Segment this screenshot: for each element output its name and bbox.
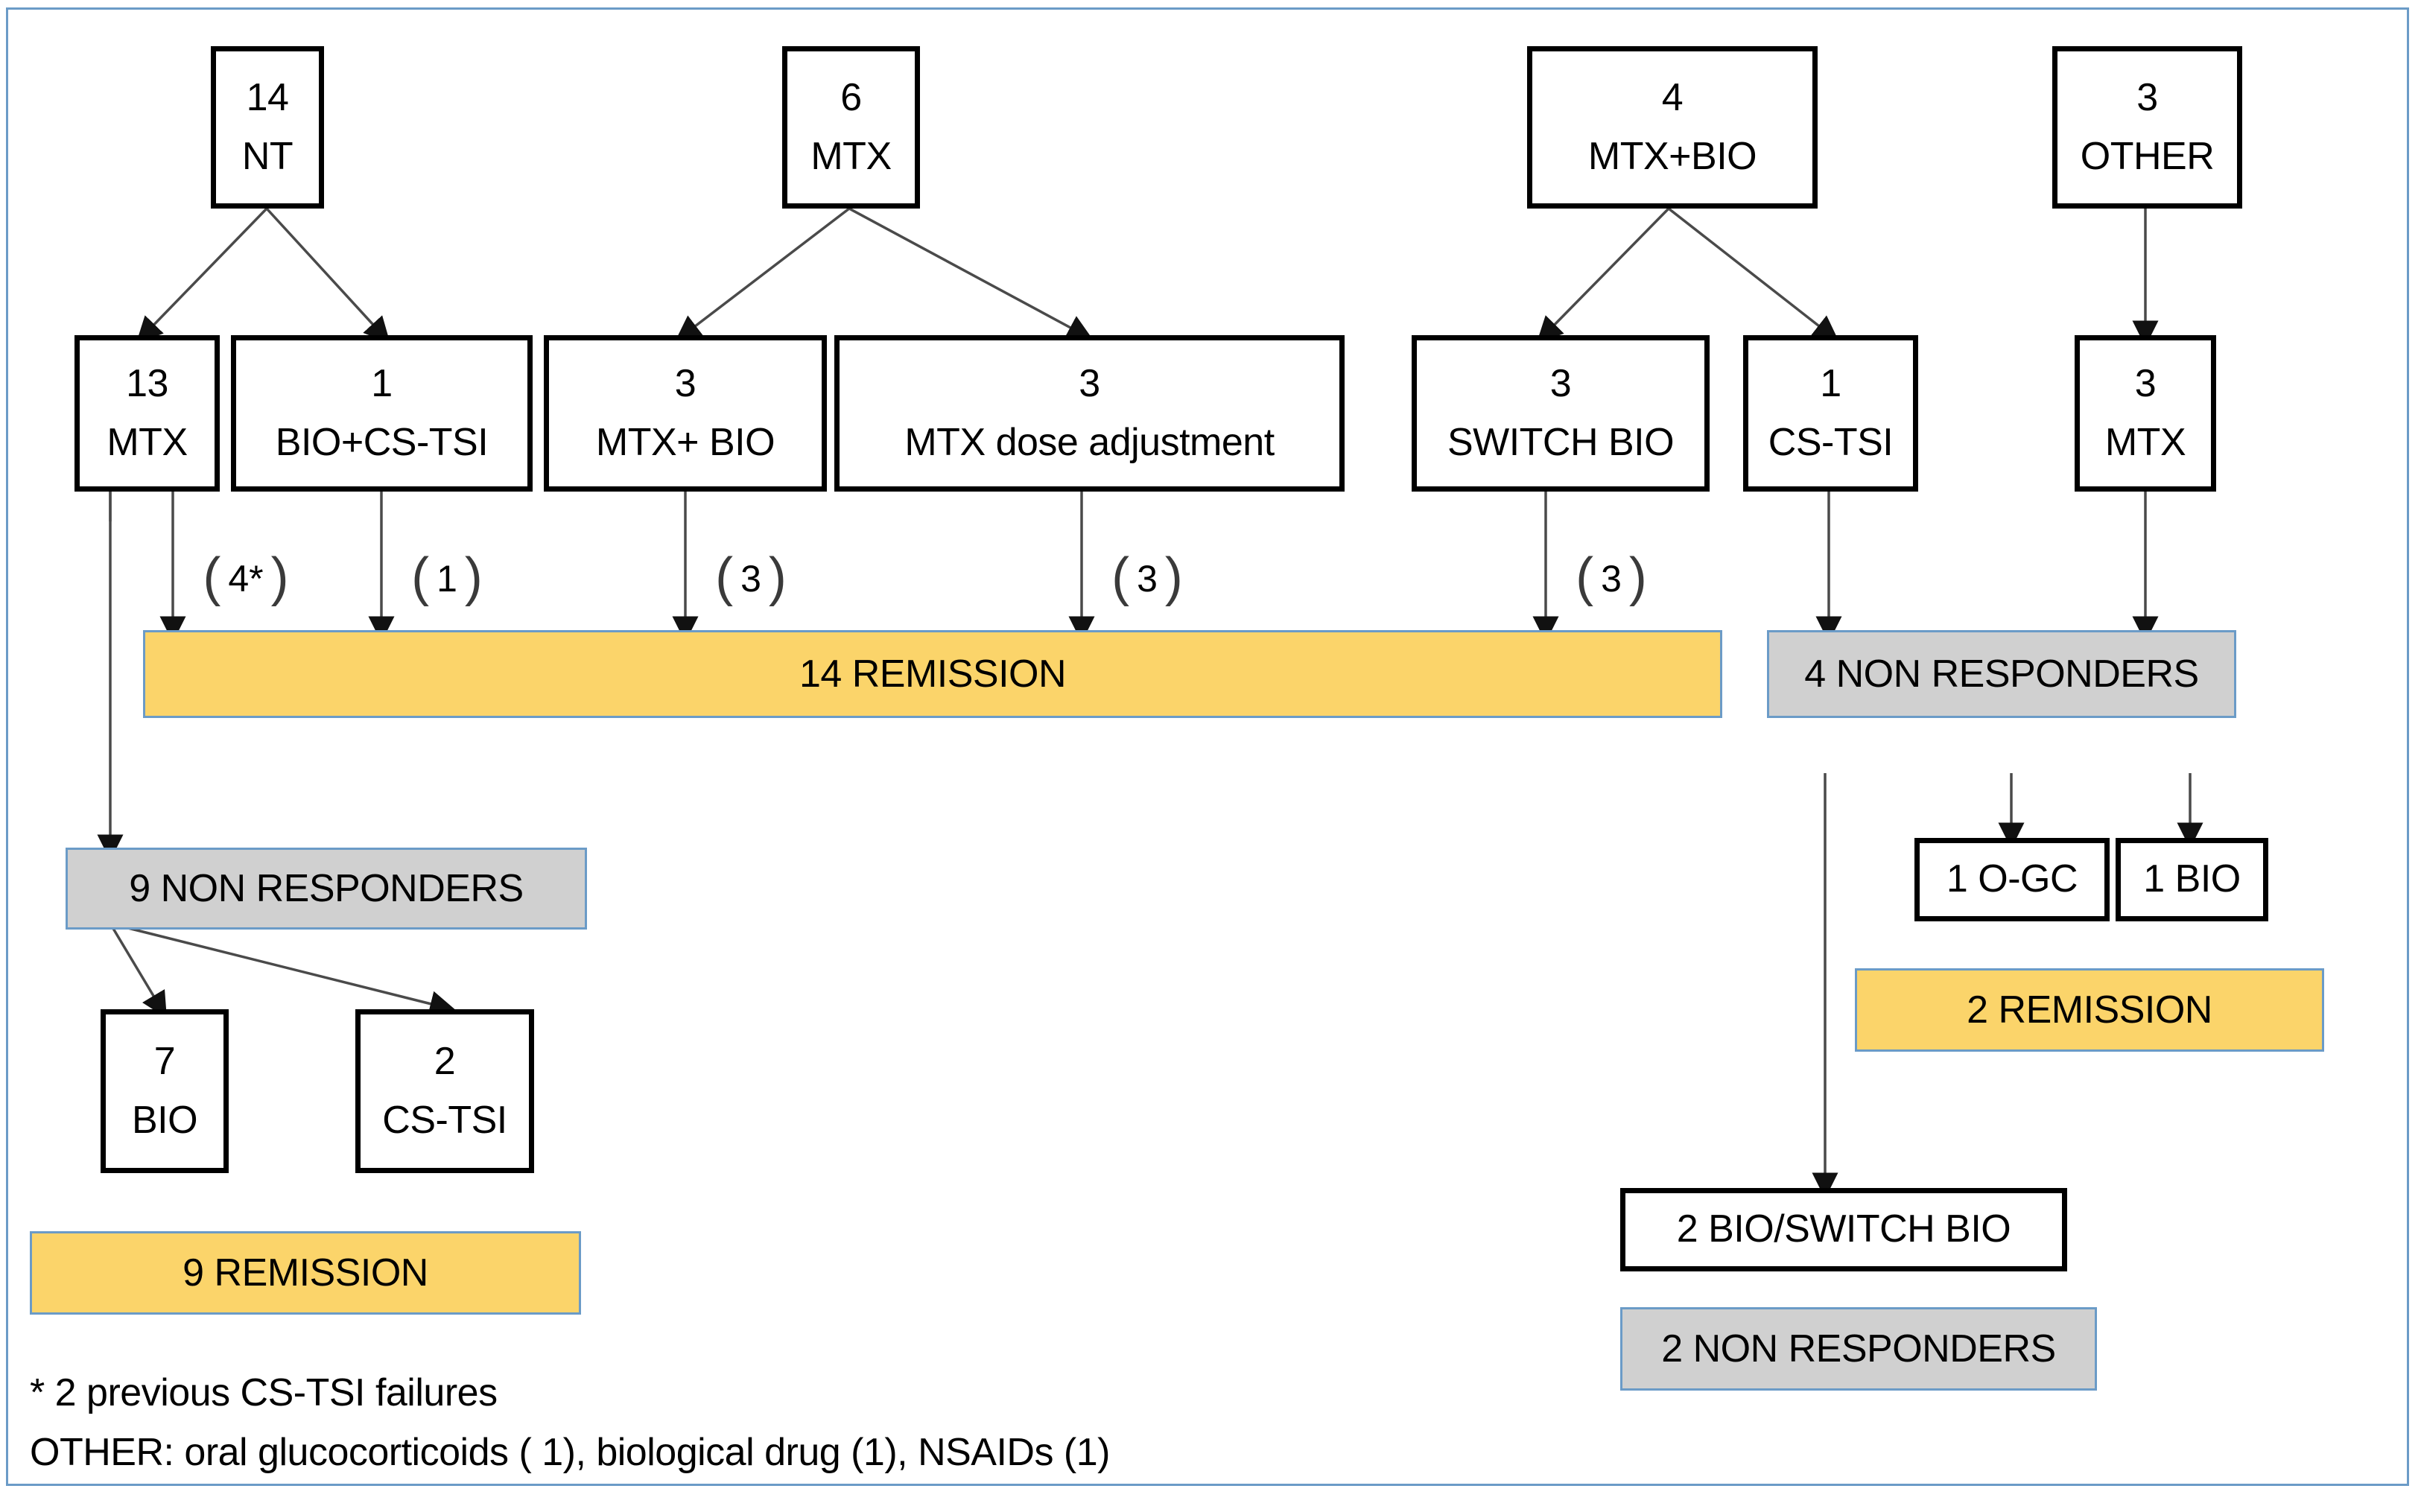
node-mtx-plus-bio[interactable]: 3 MTX+ BIO <box>544 335 827 492</box>
node-mtx-dose-label: MTX dose adjustment <box>904 421 1275 464</box>
node-13-mtx-count: 13 <box>126 361 168 405</box>
node-bio-cs-tsi[interactable]: 1 BIO+CS-TSI <box>231 335 533 492</box>
bracket-value: 3 <box>1601 558 1622 600</box>
bar-9-non-responders[interactable]: 9 NON RESPONDERS <box>66 848 587 930</box>
node-cs-tsi[interactable]: 1 CS-TSI <box>1743 335 1918 492</box>
bracket-count-1: ( 4* ) <box>203 547 289 607</box>
node-2-cs-tsi-count: 2 <box>434 1039 456 1083</box>
footnote-asterisk: * 2 previous CS-TSI failures <box>30 1371 498 1414</box>
node-other-top-count: 3 <box>2136 75 2158 119</box>
bracket-value: 3 <box>740 558 761 600</box>
bracket-count-2: ( 1 ) <box>411 547 483 607</box>
node-other-top-label: OTHER <box>2080 135 2215 178</box>
node-2-cs-tsi[interactable]: 2 CS-TSI <box>355 1009 534 1173</box>
node-switch-bio-count: 3 <box>1549 361 1572 405</box>
bracket-count-5: ( 3 ) <box>1576 547 1647 607</box>
node-mtx-bio-top[interactable]: 4 MTX+BIO <box>1527 46 1818 209</box>
bar-4-non-responders[interactable]: 4 NON RESPONDERS <box>1767 630 2236 718</box>
node-7-bio-count: 7 <box>153 1039 176 1083</box>
node-bio-cs-tsi-count: 1 <box>371 361 393 405</box>
node-1-bio[interactable]: 1 BIO <box>2116 838 2268 921</box>
node-3-mtx-right[interactable]: 3 MTX <box>2075 335 2216 492</box>
node-mtx-top-label: MTX <box>810 135 892 178</box>
node-bio-cs-tsi-label: BIO+CS-TSI <box>275 421 489 464</box>
node-cs-tsi-label: CS-TSI <box>1768 421 1894 464</box>
bar-14-remission[interactable]: 14 REMISSION <box>143 630 1722 718</box>
bracket-value: 4* <box>228 558 264 600</box>
node-2-bio-switch-bio-label: 2 BIO/SWITCH BIO <box>1676 1207 2011 1251</box>
node-1-o-gc[interactable]: 1 O-GC <box>1914 838 2110 921</box>
node-3-mtx-right-count: 3 <box>2134 361 2157 405</box>
bracket-value: 3 <box>1137 558 1158 600</box>
node-cs-tsi-count: 1 <box>1820 361 1841 405</box>
node-mtx-top-count: 6 <box>840 75 862 119</box>
node-7-bio[interactable]: 7 BIO <box>101 1009 229 1173</box>
node-mtx-plus-bio-label: MTX+ BIO <box>595 421 775 464</box>
bracket-count-3: ( 3 ) <box>715 547 787 607</box>
node-other-top[interactable]: 3 OTHER <box>2052 46 2242 209</box>
node-2-bio-switch-bio[interactable]: 2 BIO/SWITCH BIO <box>1620 1188 2067 1271</box>
node-7-bio-label: BIO <box>131 1099 198 1142</box>
node-nt-count: 14 <box>246 75 289 119</box>
node-1-o-gc-label: 1 O-GC <box>1946 857 2078 901</box>
bracket-value: 1 <box>437 558 457 600</box>
node-switch-bio[interactable]: 3 SWITCH BIO <box>1412 335 1710 492</box>
node-13-mtx[interactable]: 13 MTX <box>74 335 220 492</box>
node-13-mtx-label: MTX <box>107 421 188 464</box>
bar-2-non-responders[interactable]: 2 NON RESPONDERS <box>1620 1307 2097 1391</box>
node-mtx-bio-top-count: 4 <box>1661 75 1684 119</box>
node-mtx-top[interactable]: 6 MTX <box>782 46 920 209</box>
node-3-mtx-right-label: MTX <box>2104 421 2186 464</box>
bar-9-remission[interactable]: 9 REMISSION <box>30 1231 581 1315</box>
node-nt[interactable]: 14 NT <box>211 46 324 209</box>
bracket-count-4: ( 3 ) <box>1111 547 1183 607</box>
node-mtx-bio-top-label: MTX+BIO <box>1587 135 1757 178</box>
node-mtx-dose-adjustment[interactable]: 3 MTX dose adjustment <box>834 335 1345 492</box>
bar-2-remission[interactable]: 2 REMISSION <box>1855 968 2324 1052</box>
node-mtx-dose-count: 3 <box>1079 361 1100 405</box>
node-switch-bio-label: SWITCH BIO <box>1447 421 1675 464</box>
node-2-cs-tsi-label: CS-TSI <box>382 1099 507 1142</box>
node-1-bio-label: 1 BIO <box>2143 857 2241 901</box>
node-nt-label: NT <box>241 135 293 178</box>
node-mtx-plus-bio-count: 3 <box>674 361 697 405</box>
footnote-other: OTHER: oral glucocorticoids ( 1), biolog… <box>30 1431 1110 1474</box>
